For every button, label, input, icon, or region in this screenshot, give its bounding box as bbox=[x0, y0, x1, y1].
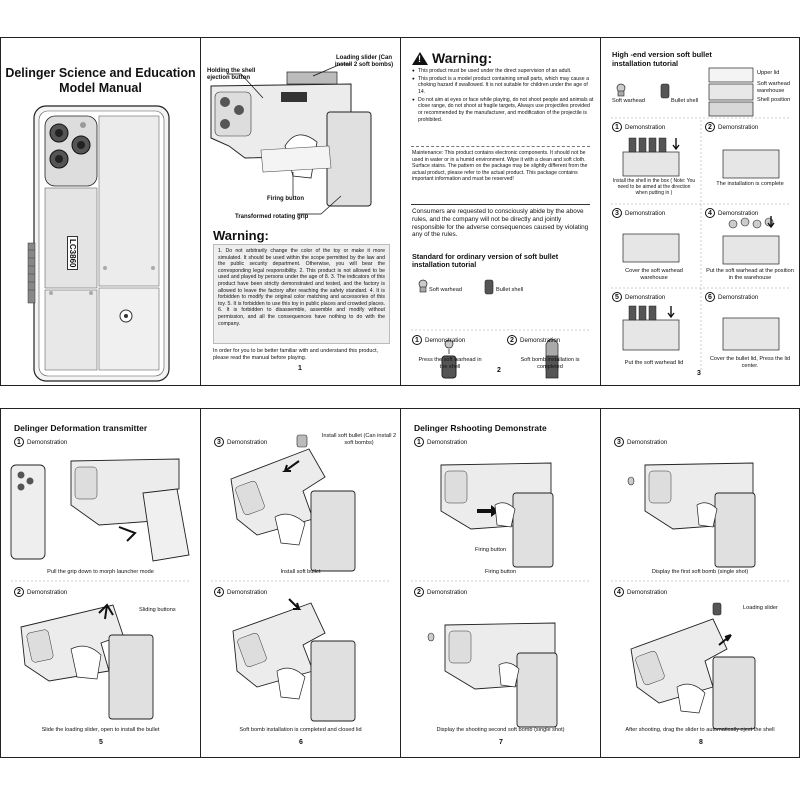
label-firing-button: Firing button bbox=[267, 196, 304, 202]
gun-parts-illustration bbox=[210, 63, 372, 215]
warning-text-box: 1. Do not arbitrarily change the color o… bbox=[213, 244, 390, 344]
panel-parts-warning: Holding the shell ejection button Loadin… bbox=[200, 37, 401, 386]
p3-page-number: 2 bbox=[497, 367, 501, 374]
label-shell-position: Shell position bbox=[757, 97, 791, 103]
deformation-title: Delinger Deformation transmitter bbox=[14, 423, 148, 433]
warning-bullet: This product is a model product containi… bbox=[412, 76, 594, 96]
warning-heading: Warning: bbox=[412, 50, 492, 66]
label-bullet-shell: Bullet shell bbox=[496, 287, 524, 293]
manual-title-line1: Delinger Science and Education bbox=[5, 66, 196, 80]
caption-4: After shooting, drag the slider to autom… bbox=[625, 727, 775, 733]
label-soft-warhead: Soft warhead bbox=[429, 287, 462, 293]
caption-6: Cover the bullet lid, Press the lid cent… bbox=[709, 356, 791, 369]
bullet-parts-illustration bbox=[411, 279, 591, 379]
warning-bullets: This product must be used under the dire… bbox=[412, 68, 594, 124]
caption-5: Put the soft warhead lid bbox=[624, 360, 684, 366]
footer-text: In order for you to be better familiar w… bbox=[213, 348, 379, 361]
page-number: 1 bbox=[298, 365, 302, 372]
phone-stamp: LC3860 bbox=[67, 236, 78, 271]
caption-3: Display the first soft bomb (single shot… bbox=[651, 569, 749, 575]
panel-highend-tutorial: High -end version soft bullet installati… bbox=[600, 37, 800, 386]
page-number: 6 bbox=[299, 739, 303, 746]
label-bullet-shell: Bullet shell bbox=[671, 98, 699, 104]
manual-title-line2: Model Manual bbox=[59, 81, 142, 95]
label-loading-slider: Loading slider (Can install 2 soft bombs… bbox=[334, 55, 394, 68]
highend-parts-illustration bbox=[611, 67, 791, 372]
page-number: 5 bbox=[99, 739, 103, 746]
label-warhead-warehouse: Soft warhead warehouse bbox=[757, 81, 790, 94]
warning-bullet: Do not aim at eyes or face while playing… bbox=[412, 97, 594, 123]
shooting-title: Delinger Rshooting Demonstrate bbox=[414, 423, 547, 433]
label-install-soft-bullet: Install soft bullet (Can install 2 soft … bbox=[321, 433, 397, 446]
panel-warning-standard: Warning: This product must be used under… bbox=[400, 37, 601, 386]
warning-title: Warning: bbox=[432, 50, 493, 66]
shooting-illustration bbox=[411, 462, 591, 728]
eject-illustration bbox=[611, 462, 791, 730]
caption-1: Firing button bbox=[484, 569, 517, 575]
panel-cover: Delinger Science and Education Model Man… bbox=[0, 37, 201, 386]
p3-caption-2: Soft bomb installation is completed bbox=[520, 357, 580, 370]
label-sliding-buttons: Sliding buttons bbox=[139, 607, 176, 613]
caption-2: The installation is complete bbox=[716, 181, 784, 187]
label-upper-lid: Upper lid bbox=[757, 70, 780, 76]
page-number: 8 bbox=[699, 739, 703, 746]
label-firing-button: Firing button bbox=[475, 547, 507, 553]
warning-bullet: This product must be used under the dire… bbox=[412, 68, 594, 75]
label-loading-slider: Loading slider bbox=[743, 605, 778, 611]
warning-triangle-icon bbox=[412, 51, 428, 65]
divider bbox=[411, 204, 590, 205]
caption-2: Slide the loading slider, open to instal… bbox=[41, 727, 160, 733]
divider bbox=[411, 146, 590, 147]
caption-1: Pull the grip down to morph launcher mod… bbox=[47, 569, 154, 575]
caption-4: Put the soft warhead at the position in … bbox=[706, 268, 794, 281]
standard-title: Standard for ordinary version of soft bu… bbox=[412, 252, 559, 270]
caption-3: Install soft bullet bbox=[280, 569, 321, 575]
warning-title: Warning: bbox=[213, 228, 269, 243]
caption-3: Cover the soft warhead warehouse bbox=[625, 268, 683, 281]
caption-2: Display the shooting second soft bomb (s… bbox=[436, 727, 565, 733]
phone-illustration bbox=[27, 105, 170, 382]
p3-caption-1: Press the soft warhead in the shell bbox=[418, 357, 482, 370]
consumers-text: Consumers are requested to consciously a… bbox=[412, 208, 589, 239]
deformation-illustration bbox=[10, 458, 191, 720]
caption-1: Install the shell in the box ( Note: You… bbox=[612, 178, 696, 196]
label-rotating-grip: Transformed rotating grip bbox=[235, 214, 309, 220]
label-soft-warhead: Soft warhead bbox=[612, 98, 645, 104]
maintenance-text: Maintenance: This product contains elect… bbox=[412, 150, 588, 183]
install-illustration bbox=[211, 434, 391, 722]
highend-title: High -end version soft bullet installati… bbox=[612, 50, 712, 68]
page-number: 3 bbox=[697, 370, 701, 377]
label-holding-button: Holding the shell ejection button bbox=[207, 68, 256, 81]
page-number: 7 bbox=[499, 739, 503, 746]
caption-4: Soft bomb installation is completed and … bbox=[239, 727, 362, 733]
